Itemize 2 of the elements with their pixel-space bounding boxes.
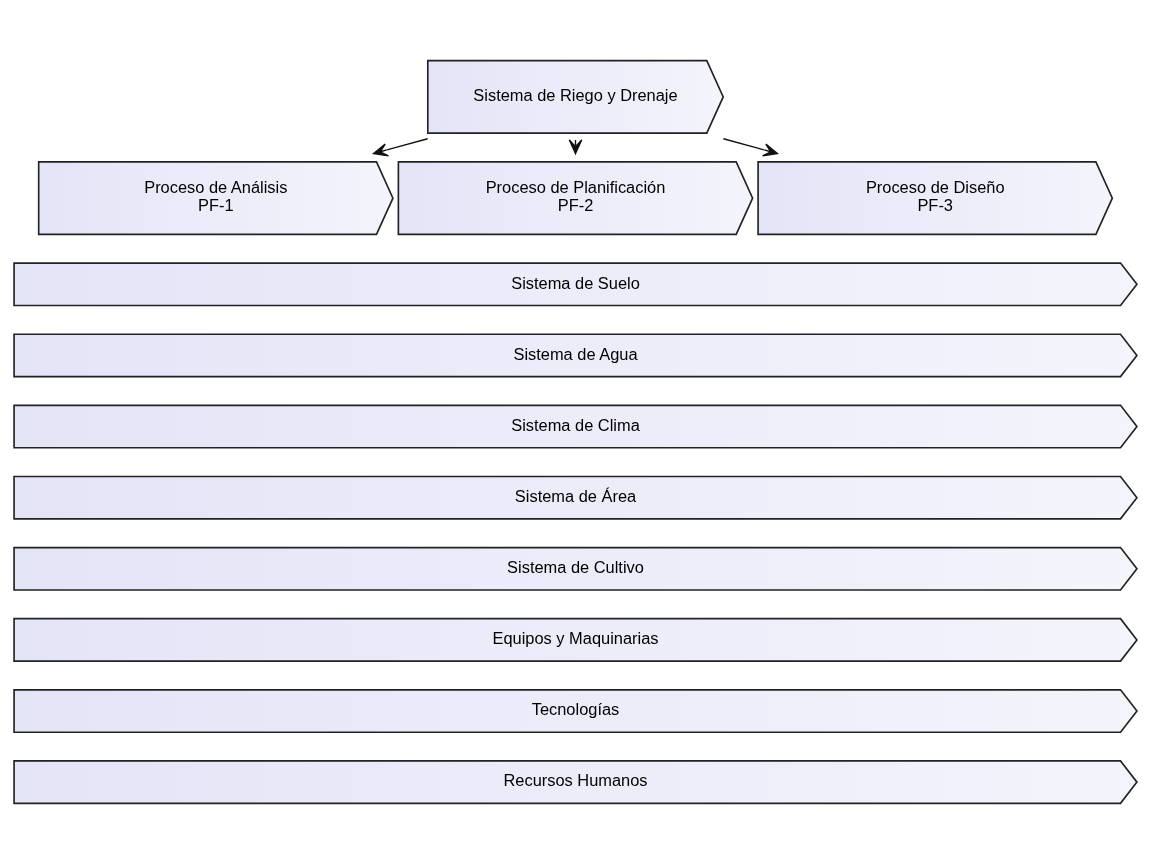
arrow [722,137,779,157]
arrow [372,137,429,157]
